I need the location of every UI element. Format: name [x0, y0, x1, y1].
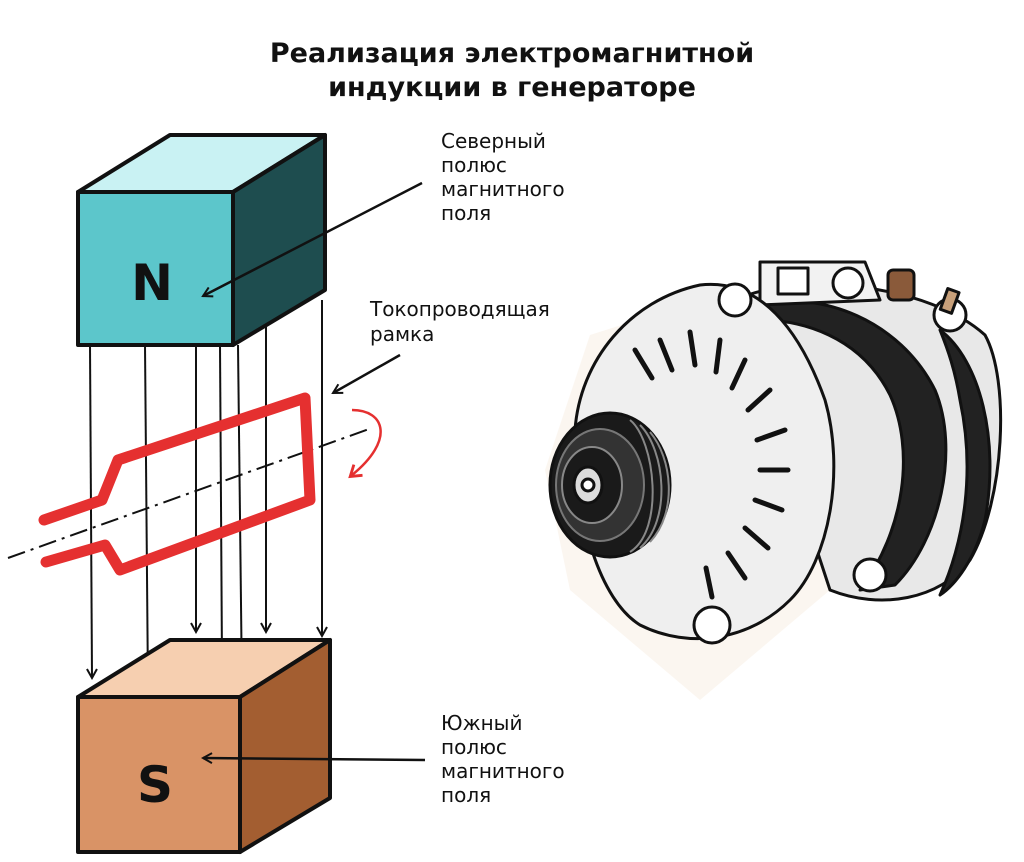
magnetic-field-lines — [90, 300, 322, 690]
field-line — [145, 344, 148, 690]
south-pole-label: Южный полюс магнитного поля — [441, 711, 565, 807]
alternator-illustration-icon — [548, 260, 1003, 645]
page-title-line-2: индукции в генераторе — [328, 72, 696, 103]
north-letter: N — [131, 254, 173, 312]
page-title-line-1: Реализация электромагнитной — [270, 38, 754, 69]
north-pointer-line — [203, 181, 423, 296]
north-magnet-front — [76, 190, 235, 347]
north-pole-label: Северный полюс магнитного поля — [441, 129, 565, 225]
north-label-line: поля — [441, 201, 491, 225]
south-pointer-line — [203, 758, 426, 760]
conducting-frame — [38, 392, 316, 576]
frame-label-line: рамка — [370, 322, 434, 346]
frame-pointer-line — [333, 353, 401, 395]
south-letter: S — [137, 756, 173, 814]
field-line — [238, 344, 242, 690]
north-label-line: полюс — [441, 153, 507, 177]
frame-label: Токопроводящая рамка — [369, 297, 550, 346]
south-label-line: Южный — [441, 711, 522, 735]
north-label-line: Северный — [441, 129, 546, 153]
south-label-line: поля — [441, 783, 491, 807]
field-line — [90, 344, 92, 678]
south-label-line: полюс — [441, 735, 507, 759]
south-magnet: S — [76, 638, 332, 854]
frame-label-line: Токопроводящая — [369, 297, 550, 321]
north-label-line: магнитного — [441, 177, 565, 201]
north-magnet: N — [76, 133, 327, 347]
south-label-line: магнитного — [441, 759, 565, 783]
field-line — [220, 344, 222, 663]
south-magnet-front — [76, 695, 242, 854]
rotation-direction-arrow — [352, 408, 382, 475]
